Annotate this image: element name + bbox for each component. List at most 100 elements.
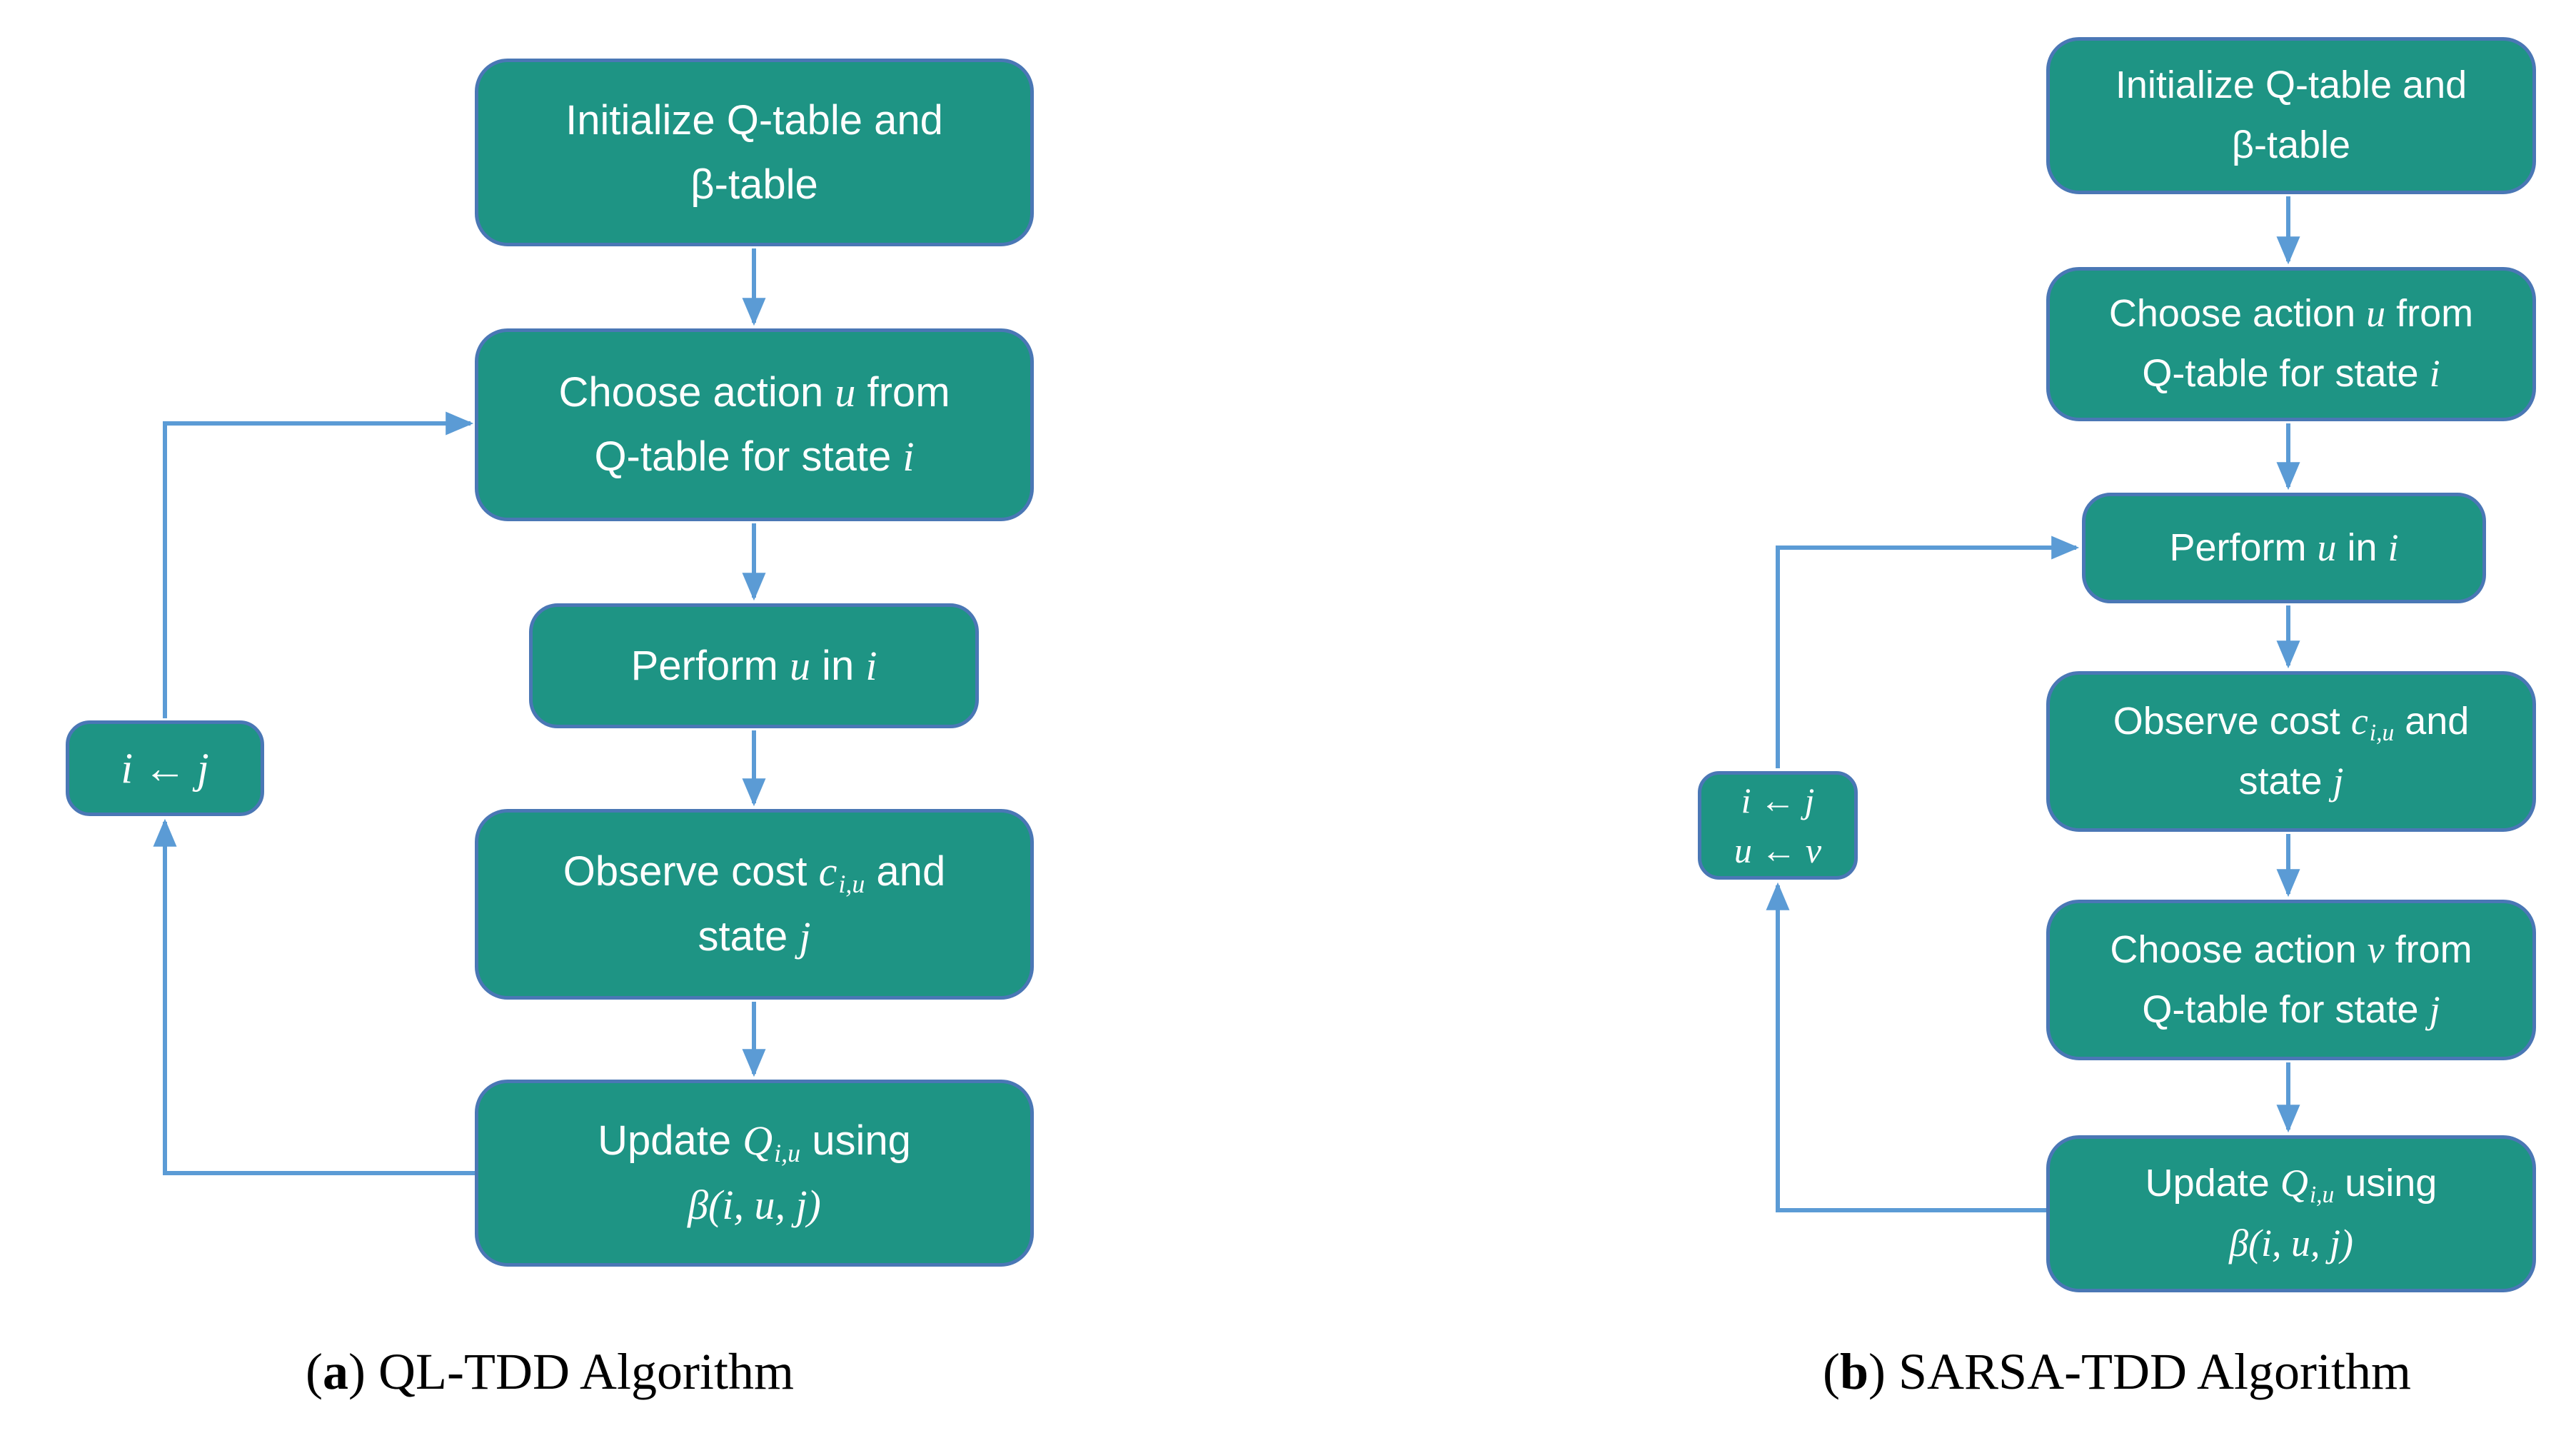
text-segment: i — [2429, 352, 2440, 395]
text-line: i ← j — [1741, 775, 1815, 825]
text-segment: in — [810, 642, 866, 689]
caption-a: (a) QL-TDD Algorithm — [66, 1341, 1034, 1402]
text-line: Initialize Q-table and — [565, 89, 943, 153]
text-segment: ) QL-TDD Algorithm — [348, 1343, 794, 1400]
text-segment: ) SARSA-TDD Algorithm — [1868, 1343, 2412, 1400]
text-line: (a) QL-TDD Algorithm — [66, 1341, 1034, 1402]
text-segment: and — [2394, 699, 2470, 743]
text-segment: u — [2317, 526, 2337, 569]
text-line: Q-table for state i — [2142, 344, 2440, 404]
text-segment: i,u — [838, 870, 865, 899]
text-segment: b — [1839, 1343, 1868, 1400]
text-segment: Perform — [2169, 526, 2318, 569]
text-line: u ← v — [1734, 825, 1821, 875]
text-line: Q-table for state j — [2142, 980, 2440, 1040]
text-segment: Observe cost — [2113, 699, 2351, 743]
text-segment: using — [800, 1117, 911, 1164]
text-segment: Q — [743, 1117, 773, 1164]
text-line: Choose action v from — [2110, 920, 2472, 980]
text-segment: u — [789, 642, 810, 689]
node-b-loop-state: i ← j u ← v — [1698, 771, 1858, 880]
text-line: (b) SARSA-TDD Algorithm — [1698, 1341, 2536, 1402]
text-segment: i — [2388, 526, 2399, 569]
text-line: β-table — [2232, 116, 2350, 176]
text-segment: j — [2333, 759, 2344, 803]
text-segment: i ← j — [121, 745, 209, 792]
node-b-update-q: Update Qi,u using β(i, u, j) — [2046, 1135, 2536, 1292]
arrow-b-update-to-loop — [1766, 882, 2046, 1212]
caption-b: (b) SARSA-TDD Algorithm — [1698, 1341, 2536, 1402]
node-a-initialize: Initialize Q-table and β-table — [475, 59, 1034, 246]
text-segment: β-table — [2231, 124, 2351, 166]
text-segment: Initialize Q-table and — [2115, 64, 2467, 107]
text-segment: Choose action — [558, 369, 835, 416]
node-a-update-q: Update Qi,u using β(i, u, j) — [475, 1080, 1034, 1267]
text-line: state j — [2238, 752, 2343, 812]
node-a-perform-u: Perform u in i — [529, 603, 979, 728]
text-line: Choose action u from — [2109, 284, 2473, 344]
arrow-a-loop-to-choose — [163, 411, 474, 718]
text-segment: c — [2350, 699, 2368, 743]
text-line: Observe cost ci,u and — [2113, 692, 2470, 752]
text-segment: Q-table for state — [2142, 352, 2430, 395]
text-segment: Update — [2145, 1162, 2280, 1205]
text-segment: v — [2367, 927, 2385, 971]
node-a-loop-state: i ← j — [66, 720, 264, 816]
text-segment: β-table — [690, 161, 818, 208]
node-b-perform-u: Perform u in i — [2082, 493, 2486, 603]
text-line: Choose action u from — [558, 361, 950, 425]
text-segment: from — [855, 369, 950, 416]
text-segment: a — [323, 1343, 349, 1400]
text-line: Update Qi,u using — [2145, 1154, 2437, 1214]
text-segment: using — [2334, 1162, 2437, 1205]
text-line: β(i, u, j) — [2229, 1214, 2353, 1274]
text-line: i ← j — [121, 735, 208, 802]
text-line: Initialize Q-table and — [2115, 56, 2467, 116]
arrow-b-loop-to-perform — [1776, 536, 2080, 768]
text-segment: state — [2238, 759, 2333, 803]
text-segment: j — [799, 912, 811, 960]
text-line: state j — [698, 905, 811, 969]
text-segment: Q-table for state — [594, 433, 903, 480]
text-segment: j — [2429, 987, 2440, 1031]
text-segment: Initialize Q-table and — [565, 96, 943, 144]
text-segment: u — [2366, 292, 2386, 336]
text-segment: and — [865, 848, 946, 895]
text-segment: Q — [2280, 1162, 2308, 1205]
text-segment: u — [835, 369, 856, 416]
text-segment: Choose action — [2108, 292, 2367, 336]
text-line: Observe cost ci,u and — [563, 840, 945, 905]
text-segment: Choose action — [2110, 927, 2368, 971]
text-line: Q-table for state i — [594, 425, 914, 489]
arrow-a-update-to-loop — [153, 818, 476, 1175]
text-segment: Observe cost — [563, 848, 819, 895]
text-segment: from — [2385, 292, 2474, 336]
text-segment: i ← j — [1741, 780, 1815, 820]
text-segment: u ← v — [1734, 830, 1822, 870]
text-segment: c — [818, 848, 837, 895]
text-line: Perform u in i — [2169, 518, 2398, 578]
text-segment: β(i, u, j) — [2229, 1222, 2353, 1265]
text-line: β(i, u, j) — [688, 1173, 821, 1237]
text-line: Update Qi,u using — [598, 1109, 911, 1174]
text-segment: ( — [1822, 1343, 1840, 1400]
text-segment: from — [2384, 927, 2472, 971]
text-segment: β(i, u, j) — [688, 1182, 821, 1229]
text-segment: i,u — [2309, 1182, 2335, 1209]
text-line: β-table — [690, 153, 817, 217]
text-segment: Q-table for state — [2142, 987, 2430, 1031]
text-segment: i,u — [774, 1138, 801, 1167]
text-segment: i,u — [2369, 719, 2395, 746]
text-line: Perform u in i — [631, 634, 877, 698]
text-segment: Update — [598, 1117, 743, 1164]
text-segment: ( — [306, 1343, 323, 1400]
text-segment: in — [2336, 526, 2388, 569]
node-b-initialize: Initialize Q-table and β-table — [2046, 37, 2536, 194]
text-segment: i — [865, 642, 877, 689]
